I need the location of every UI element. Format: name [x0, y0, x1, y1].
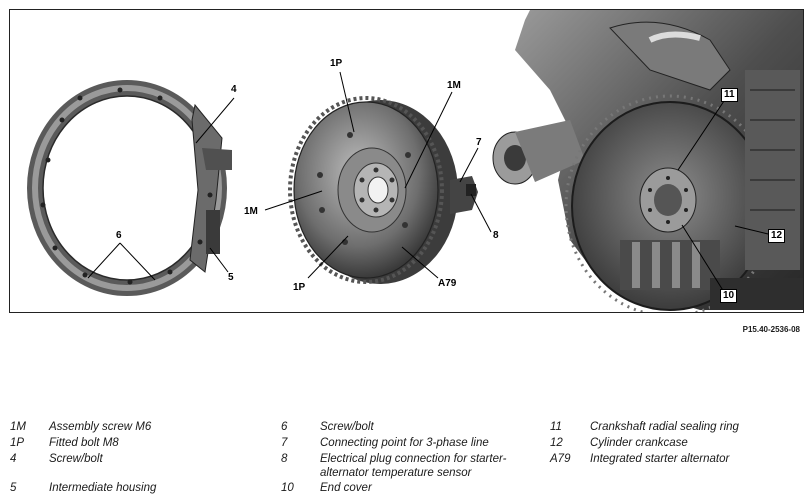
legend-key: 5 — [10, 482, 17, 494]
callout-11: 11 — [721, 88, 738, 102]
leader-lines — [87, 71, 769, 293]
callout-1m-left: 1M — [244, 206, 258, 217]
callout-10: 10 — [720, 289, 738, 303]
legend-key: 11 — [550, 421, 562, 433]
legend-key: 7 — [281, 437, 288, 449]
starter-alternator-drawing — [288, 96, 478, 284]
legend-key: A79 — [550, 453, 571, 465]
callout-5: 5 — [228, 272, 234, 283]
legend-desc: Assembly screw M6 — [49, 421, 152, 433]
illustration-frame: 4 6 5 1P 1M 1M 1P 7 8 A79 11 12 10 — [9, 9, 804, 313]
legend-desc: End cover — [320, 482, 372, 494]
legend-key: 4 — [10, 453, 17, 465]
legend-desc: Cylinder crankcase — [590, 437, 688, 449]
legend-key: 1M — [10, 421, 26, 433]
legend-desc: Crankshaft radial sealing ring — [590, 421, 739, 433]
legend-key: 10 — [281, 482, 294, 494]
legend-key: 6 — [281, 421, 288, 433]
legend-desc: Screw/bolt — [49, 453, 103, 465]
callout-1p-bottom: 1P — [293, 282, 306, 293]
legend-desc: Electrical plug connection for starter-a… — [320, 453, 507, 479]
exploded-view-illustration — [27, 10, 803, 312]
callout-1m-top: 1M — [447, 80, 461, 91]
callout-12: 12 — [768, 229, 786, 243]
callout-7: 7 — [476, 137, 482, 148]
engine-block-drawing — [492, 10, 803, 312]
legend-key: 8 — [281, 453, 288, 465]
legend-desc: Screw/bolt — [320, 421, 374, 433]
legend-desc: Connecting point for 3-phase line — [320, 437, 489, 449]
callout-a79: A79 — [438, 278, 457, 289]
legend-key: 1P — [10, 437, 25, 449]
callout-1p-top: 1P — [330, 58, 343, 69]
legend-key: 12 — [550, 437, 563, 449]
figure-code: P15.40-2536-08 — [742, 325, 800, 334]
callout-4: 4 — [231, 84, 237, 95]
legend-desc: Fitted bolt M8 — [49, 437, 119, 449]
callout-8: 8 — [493, 230, 499, 241]
intermediate-housing-drawing — [27, 80, 232, 296]
legend-desc: Intermediate housing — [49, 482, 157, 494]
legend-desc: Integrated starter alternator — [590, 453, 730, 465]
callout-6: 6 — [116, 230, 122, 241]
